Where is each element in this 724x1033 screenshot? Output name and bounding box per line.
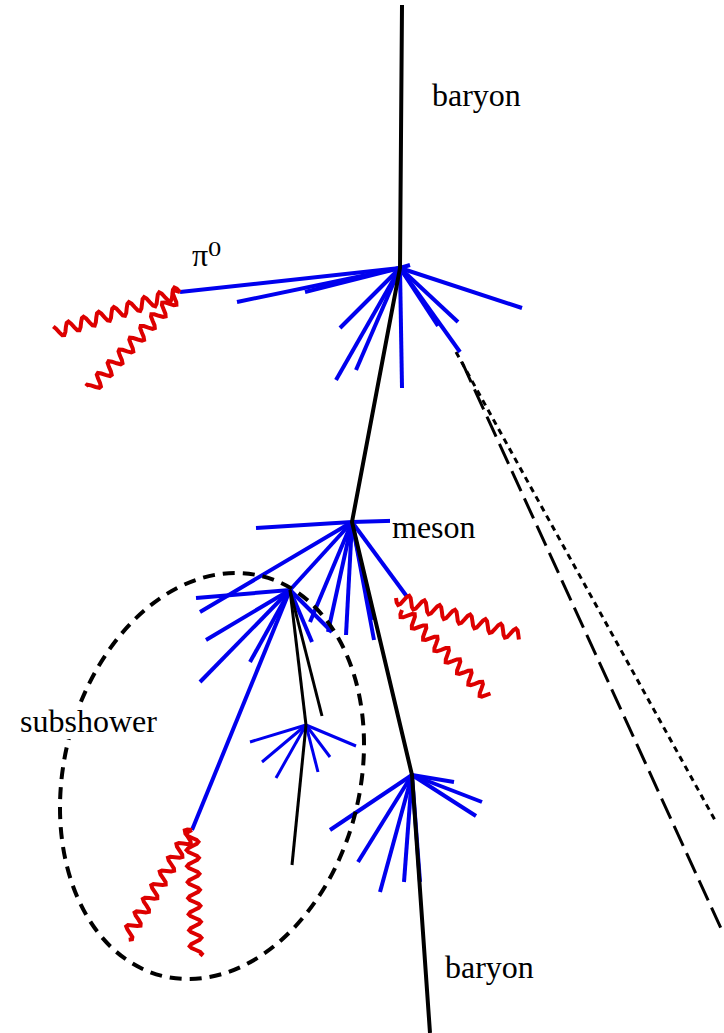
particle-label: π⁰ bbox=[190, 238, 223, 273]
dashed-tracks bbox=[456, 352, 724, 935]
photon-lines bbox=[53, 288, 519, 956]
photon-wave bbox=[86, 291, 180, 388]
region-label: subshower bbox=[18, 704, 159, 739]
photon-wave bbox=[186, 830, 202, 956]
particle-label: baryon bbox=[430, 78, 523, 113]
subshower-outline bbox=[19, 540, 406, 1011]
photon-wave bbox=[400, 610, 490, 697]
photon-wave bbox=[126, 830, 192, 940]
pion-lines bbox=[180, 265, 522, 892]
photon-wave bbox=[53, 288, 180, 336]
particle-label: meson bbox=[390, 510, 478, 545]
particle-label: baryon bbox=[443, 950, 536, 985]
